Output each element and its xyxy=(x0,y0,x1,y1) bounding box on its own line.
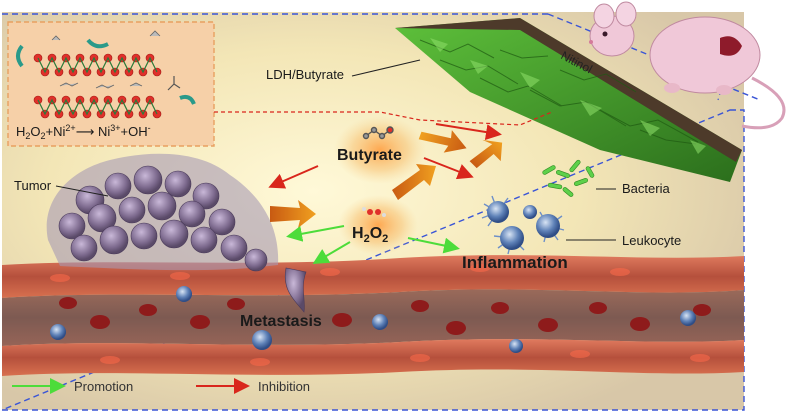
h2o2-molecule xyxy=(362,207,386,217)
ldh-nitinol-wire xyxy=(395,18,742,182)
blood-vessel xyxy=(2,255,744,376)
vessel-leukocytes xyxy=(50,286,696,353)
inhibition-arrows xyxy=(268,123,502,189)
label-metastasis: Metastasis xyxy=(240,313,322,330)
ldh-layer-top xyxy=(33,53,162,77)
pointer-ldh xyxy=(351,59,421,77)
tumor-mass xyxy=(46,153,307,313)
interlayer-molecules xyxy=(51,30,161,89)
dashed-frame xyxy=(1,13,745,411)
butyrate-glow xyxy=(334,116,426,184)
h2o2-glow xyxy=(338,195,418,255)
bacteria-cluster xyxy=(542,159,595,197)
label-ldh-butyrate: LDH/Butyrate xyxy=(266,67,344,82)
label-inflammation: Inflammation xyxy=(462,253,568,272)
legend: Promotion Inhibition xyxy=(12,378,310,394)
ldh-equation: H2O2+Ni2+⟶ Ni3++OH- xyxy=(16,123,151,141)
promotion-arrows xyxy=(286,225,460,265)
legend-promotion-label: Promotion xyxy=(74,379,133,394)
ldh-layer-bottom xyxy=(33,95,162,119)
label-tumor: Tumor xyxy=(14,178,52,193)
arrow-teal-top xyxy=(86,38,109,49)
ldh-inset-panel: H2O2+Ni2+⟶ Ni3++OH- xyxy=(7,21,215,147)
mouse-illustration xyxy=(589,1,786,130)
red-blood-cells xyxy=(59,297,711,335)
label-leukocyte: Leukocyte xyxy=(622,233,681,248)
label-butyrate: Butyrate xyxy=(337,147,402,164)
butyrate-molecule-small xyxy=(167,76,181,91)
arrow-teal-left xyxy=(16,44,24,68)
leukocyte-cluster xyxy=(481,195,565,255)
butyrate-molecule xyxy=(362,126,394,140)
legend-inhibition-label: Inhibition xyxy=(258,379,310,394)
label-h2o2: H2O2 xyxy=(352,225,388,245)
arrow-teal-right xyxy=(179,94,196,105)
dashed-link-inset xyxy=(214,111,553,126)
label-bacteria: Bacteria xyxy=(622,181,670,196)
pointer-tumor xyxy=(55,185,109,197)
orange-arrows xyxy=(270,130,503,228)
